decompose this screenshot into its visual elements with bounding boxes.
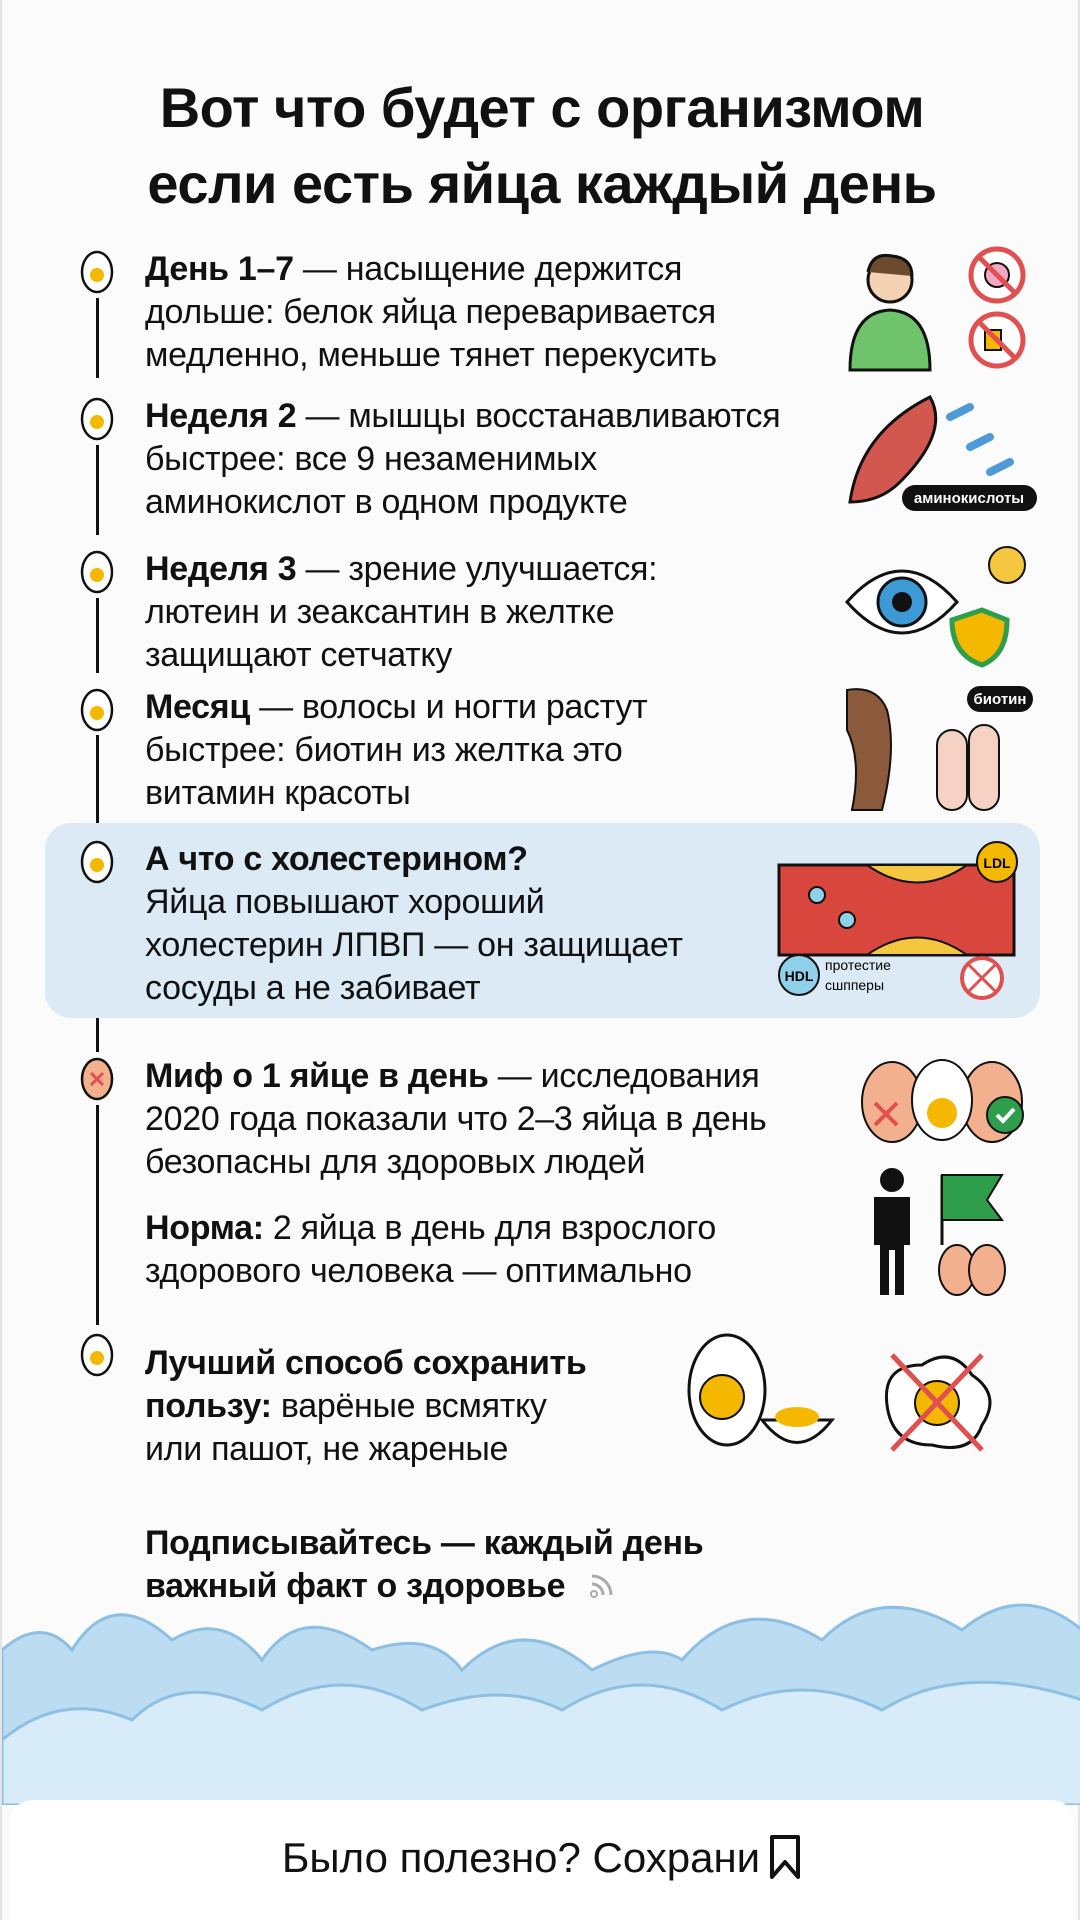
item-heading: Неделя 2	[145, 397, 297, 435]
title-line-1: Вот что будет с организмом	[159, 76, 925, 139]
item-text: витамин красоты	[145, 774, 411, 812]
hdl-label: HDL	[785, 968, 814, 984]
item-heading: важный факт о здоровье	[145, 1567, 566, 1605]
item-text: безопасны для здоровых людей	[145, 1143, 646, 1181]
save-prompt-label: Было полезно? Сохрани	[281, 1834, 761, 1881]
biotin-badge	[967, 686, 1033, 712]
item-heading: Норма:	[145, 1209, 264, 1247]
item-text: лютеин и зеаксантин в желтке	[145, 593, 615, 631]
item-heading: Неделя 3	[145, 550, 297, 588]
subscribe-callout: Подписывайтесь — каждый день важный факт…	[145, 1522, 704, 1608]
timeline-line	[96, 1105, 99, 1325]
title-line-2: если есть яйца каждый день	[147, 152, 937, 215]
item-text: варёные всмятку	[271, 1387, 547, 1425]
timeline-line	[96, 1018, 99, 1052]
item-heading: День 1–7	[145, 250, 294, 288]
eye-shield-illustration	[844, 546, 1026, 668]
item-text: — мышцы восстанавливаются	[296, 397, 781, 435]
item-text: защищают сетчатку	[145, 636, 453, 674]
bookmark-icon[interactable]	[768, 1834, 802, 1880]
save-footer-card: Было полезно? Сохрани	[10, 1800, 1074, 1920]
item-week-3: Неделя 3 — зрение улучшается: лютеин и з…	[145, 548, 658, 677]
item-text: — волосы и ногти растут	[249, 688, 648, 726]
item-text: аминокислот в одном продукте	[145, 483, 628, 521]
item-week-2: Неделя 2 — мышцы восстанавливаются быстр…	[145, 395, 781, 524]
item-heading: пользу:	[145, 1387, 272, 1425]
item-text: медленно, меньше тянет перекусить	[145, 336, 717, 374]
timeline-line	[96, 735, 99, 823]
item-text: дольше: белок яйца переваривается	[145, 293, 716, 331]
hair-nails-biotin-illustration: биотин	[846, 686, 1033, 811]
egg-icon	[80, 397, 114, 441]
item-month: Месяц — волосы и ногти растут быстрее: б…	[145, 686, 648, 815]
egg-icon	[80, 688, 114, 732]
item-best-method: Лучший способ сохранить пользу: варёные …	[145, 1342, 587, 1471]
item-text: 2 яйца в день для взрослого	[263, 1209, 716, 1247]
eggs-check-illustration	[861, 1059, 1024, 1143]
timeline-line	[96, 298, 99, 378]
item-text: — насыщение держится	[293, 250, 683, 288]
clouds-decoration	[2, 1603, 1080, 1805]
vessel-caption: сшпперы	[825, 977, 884, 993]
item-norm: Норма: 2 яйца в день для взрослого здоро…	[145, 1207, 716, 1293]
item-heading: А что с холестерином?	[145, 840, 528, 878]
egg-icon	[80, 1333, 114, 1377]
blood-vessel-illustration: LDL HDL протестие сшпперы	[777, 841, 1018, 1000]
person-no-snacks-illustration	[848, 246, 1026, 372]
item-text: сосуды а не забивает	[145, 969, 481, 1007]
rss-icon	[590, 1574, 613, 1598]
item-cholesterol: А что с холестерином? Яйца повышают хоро…	[145, 838, 683, 1010]
aminoacids-badge	[902, 485, 1037, 511]
item-text: — исследования	[488, 1057, 760, 1095]
ldl-label: LDL	[983, 855, 1011, 871]
item-text: Яйца повышают хороший	[145, 883, 545, 921]
item-myth: Миф о 1 яйце в день — исследования 2020 …	[145, 1055, 767, 1184]
item-heading: Месяц	[145, 688, 250, 726]
item-heading: Лучший способ сохранить	[145, 1344, 587, 1382]
item-text: быстрее: биотин из желтка это	[145, 731, 623, 769]
save-prompt[interactable]: Было полезно? Сохрани	[10, 1834, 1074, 1882]
item-text: здорового человека — оптимально	[145, 1252, 692, 1290]
page-title: Вот что будет с организмом если есть яйц…	[2, 70, 1080, 222]
muscle-aminoacids-illustration: аминокислоты	[848, 395, 1037, 511]
item-text: быстрее: все 9 незаменимых	[145, 440, 597, 478]
item-text: или пашот, не жареные	[145, 1430, 509, 1468]
myth-egg-x-icon	[80, 1057, 114, 1101]
egg-icon	[80, 840, 114, 884]
vessel-caption: протестие	[825, 957, 891, 973]
timeline-line	[96, 445, 99, 535]
item-text: — зрение улучшается:	[296, 550, 658, 588]
biotin-badge-label: биотин	[974, 691, 1027, 708]
item-heading: Подписывайтесь — каждый день	[145, 1524, 704, 1562]
item-heading: Миф о 1 яйце в день	[145, 1057, 489, 1095]
person-flag-eggs-illustration	[874, 1168, 1006, 1296]
item-text: холестерин ЛПВП — он защищает	[145, 926, 683, 964]
aminoacids-badge-label: аминокислоты	[914, 490, 1024, 507]
item-day-1-7: День 1–7 — насыщение держится дольше: бе…	[145, 248, 717, 377]
egg-icon	[80, 250, 114, 294]
item-text: 2020 года показали что 2–3 яйца в день	[145, 1100, 767, 1138]
boiled-vs-fried-eggs-illustration	[687, 1333, 992, 1452]
timeline-line	[96, 598, 99, 673]
egg-icon	[80, 550, 114, 594]
